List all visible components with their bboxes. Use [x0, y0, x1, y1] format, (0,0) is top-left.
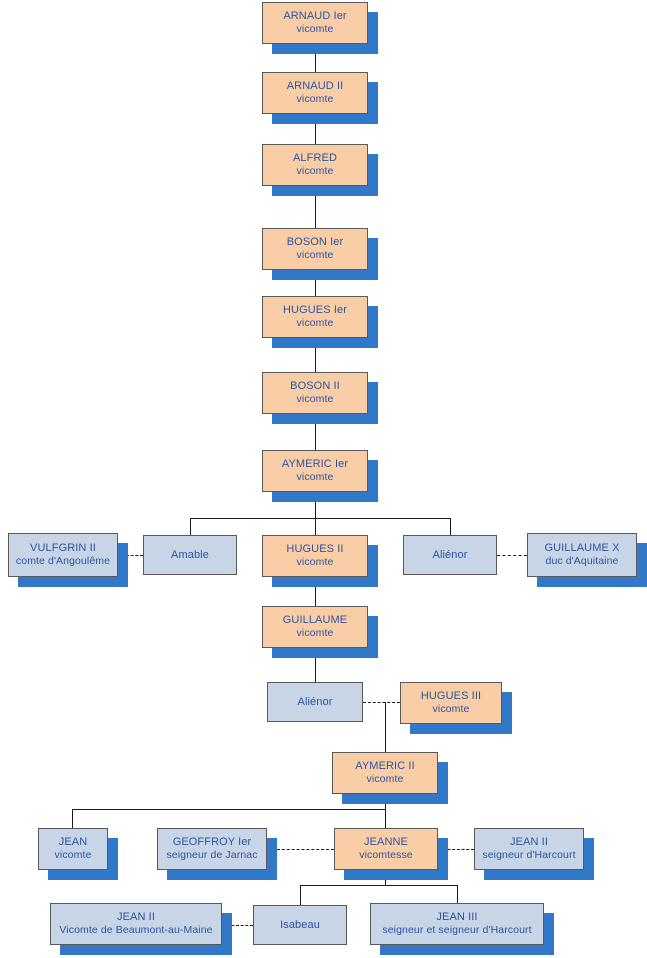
marriage-alienor-guillaumeX — [497, 555, 527, 556]
connector-branch-amable — [190, 518, 191, 535]
node-title: vicomte — [296, 249, 334, 262]
node-name: ARNAUD II — [286, 80, 344, 93]
node-name: HUGUES II — [286, 543, 344, 556]
node-name: ARNAUD Ier — [283, 10, 347, 23]
node-title: vicomte — [296, 556, 334, 569]
node-title: vicomte — [296, 317, 334, 330]
node-title: vicomte — [296, 627, 334, 640]
node-title: vicomte — [54, 849, 92, 862]
marriage-jeanne-jean2h — [438, 849, 474, 850]
node-title: vicomte — [296, 393, 334, 406]
marriage-jean2b-isabeau — [222, 925, 253, 926]
connector-aymeric1-down — [315, 492, 316, 535]
connector-sibling-bar-aymeric2 — [72, 809, 385, 810]
node-title: duc d'Aquitaine — [545, 555, 619, 568]
connector-branch-jean3 — [457, 885, 458, 903]
node-name: AYMERIC Ier — [281, 458, 349, 471]
node-amable[interactable]: Amable — [143, 535, 237, 575]
node-title: comte d'Angoulême — [15, 555, 111, 568]
connector-arnaud2-alfred — [315, 114, 316, 144]
node-title: vicomte — [296, 23, 334, 36]
connector-guillaume-alienor2 — [315, 648, 316, 682]
node-isabeau[interactable]: Isabeau — [253, 905, 347, 945]
node-name: HUGUES III — [420, 690, 482, 703]
connector-alfred-boson1 — [315, 186, 316, 228]
node-title: seigneur de Jarnac — [166, 849, 258, 862]
connector-boson2-aymeric1 — [315, 414, 316, 450]
node-alienor1[interactable]: Aliénor — [403, 535, 497, 575]
marriage-alienor2-hugues3 — [363, 702, 400, 703]
marriage-geoffroy-jeanne — [267, 849, 334, 850]
connector-sibling-bar-jeanne — [300, 885, 457, 886]
connector-hugues2-guillaume — [315, 577, 316, 606]
node-title: seigneur et seigneur d'Harcourt — [382, 924, 532, 937]
node-name: Isabeau — [280, 918, 320, 931]
node-title: vicomte — [366, 773, 404, 786]
node-title: vicomtesse — [359, 849, 413, 862]
connector-boson1-hugues1 — [315, 270, 316, 296]
connector-sibling-bar-aymeric1 — [190, 518, 450, 519]
connector-branch-jeanne — [385, 809, 386, 828]
node-name: Aliénor — [432, 548, 468, 561]
node-title: vicomte — [296, 471, 334, 484]
node-name: GUILLAUME — [282, 614, 348, 627]
node-name: JEAN III — [436, 911, 478, 924]
node-title: vicomte — [296, 165, 334, 178]
node-name: HUGUES Ier — [283, 304, 347, 317]
connector-branch-alienor — [450, 518, 451, 535]
node-name: GUILLAUME X — [544, 542, 620, 555]
node-name: AYMERIC II — [355, 760, 415, 773]
connector-arnaud1-arnaud2 — [315, 44, 316, 72]
node-name: GEOFFROY Ier — [172, 836, 252, 849]
node-name: ALFRED — [293, 152, 337, 165]
connector-branch-isabeau — [300, 885, 301, 905]
node-title: vicomte — [432, 703, 470, 716]
node-title: seigneur d'Harcourt — [482, 849, 576, 862]
connector-branch-jean1 — [72, 809, 73, 828]
node-name: Amable — [171, 548, 209, 561]
node-name: BOSON Ier — [286, 236, 344, 249]
connector-hugues3-aymeric2 — [385, 702, 386, 752]
node-title: vicomte — [296, 93, 334, 106]
marriage-vulfgrin-amable — [126, 555, 143, 556]
node-name: BOSON II — [290, 380, 340, 393]
node-title: Vicomte de Beaumont-au-Maine — [59, 924, 213, 937]
node-name: JEAN — [58, 836, 88, 849]
node-name: Aliénor — [297, 695, 333, 708]
node-name: JEAN II — [117, 911, 155, 924]
node-name: JEAN II — [510, 836, 548, 849]
node-name: JEANNE — [364, 836, 408, 849]
node-name: VULFGRIN II — [30, 542, 96, 555]
connector-hugues1-boson2 — [315, 338, 316, 372]
node-alienor2[interactable]: Aliénor — [267, 682, 363, 722]
